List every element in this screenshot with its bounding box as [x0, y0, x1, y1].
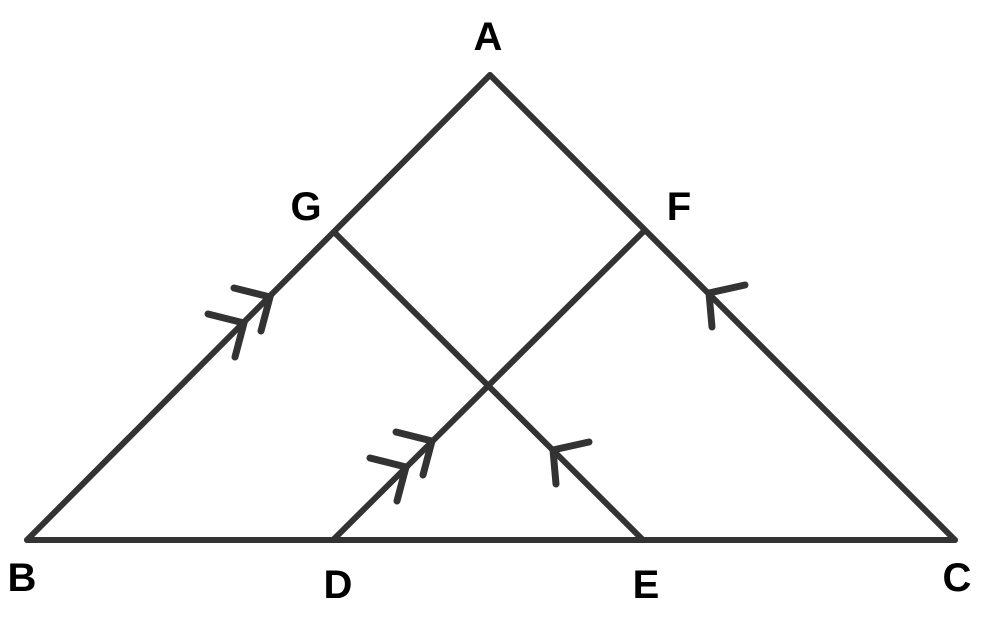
- vertex-label-A: A: [473, 15, 503, 59]
- double-tick-DF-chevron-1: [392, 428, 437, 479]
- vertex-label-B: B: [7, 556, 37, 600]
- vertex-label-C: C: [942, 556, 972, 600]
- single-tick-FC-chevron-1: [705, 281, 749, 331]
- vertex-label-F: F: [666, 185, 692, 229]
- side-AC: [487, 72, 958, 543]
- double-tick-BG-chevron-1: [230, 284, 275, 335]
- segment-GE: [331, 229, 646, 543]
- vertex-label-G: G: [290, 185, 322, 229]
- side-AB: [24, 72, 493, 543]
- tick-mark-group: [204, 281, 749, 505]
- double-tick-DF-chevron-2: [366, 454, 411, 505]
- single-tick-GE-chevron-1: [549, 438, 593, 488]
- vertex-label-E: E: [632, 563, 660, 607]
- vertex-label-D: D: [323, 563, 353, 607]
- double-tick-BG-chevron-2: [204, 310, 249, 361]
